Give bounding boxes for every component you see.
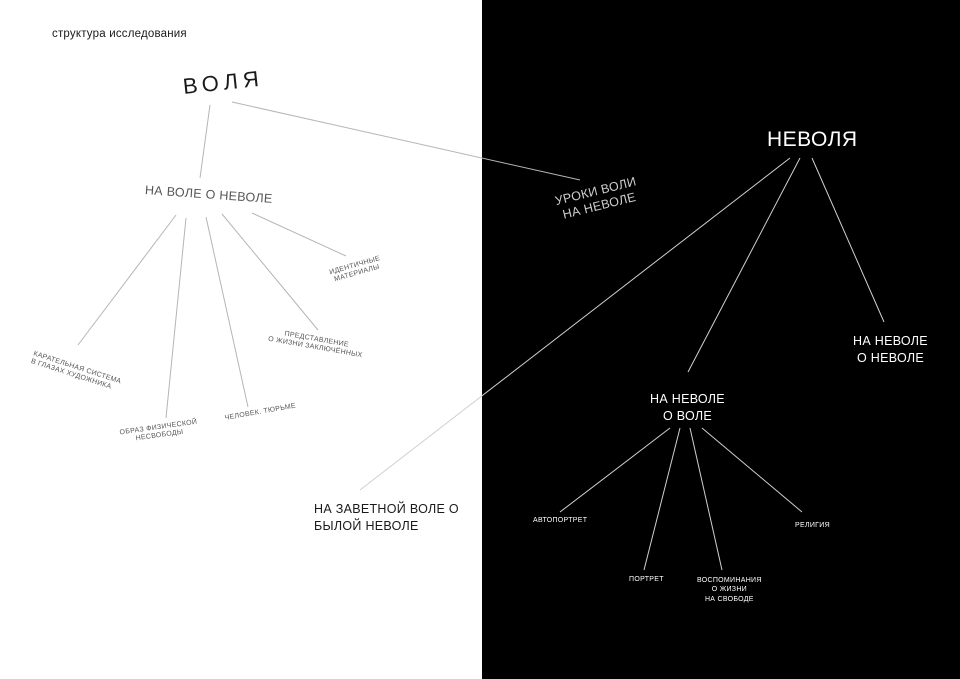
link-ovole-avtoportret (559, 427, 671, 513)
link-navole-chelovek (205, 216, 249, 408)
link-ovole-religiya (701, 427, 803, 513)
link-nevolya-zavetnoy (359, 157, 791, 491)
diagram-title: структура исследования (52, 28, 187, 40)
link-navole-predstavlenie (221, 213, 319, 331)
node-na-zavetnoy-line2: БЫЛОЙ НЕВОЛЕ (314, 518, 419, 533)
node-vospominaniya-line3: НА СВОБОДЕ (704, 595, 754, 603)
node-na-nevole-o-vole-line2: О ВОЛЕ (662, 408, 712, 423)
node-religiya: РЕЛИГИЯ (795, 522, 830, 529)
node-portret: ПОРТРЕТ (629, 576, 664, 583)
node-na-nevole-o-nevole-line1: НА НЕВОЛЕ (853, 334, 928, 348)
link-navole-karatelnaya (77, 214, 177, 346)
link-nevolya-navole-o-vole (687, 157, 801, 373)
link-volya-uroki (231, 101, 581, 181)
node-avtoportret: АВТОПОРТРЕТ (533, 517, 588, 524)
node-na-zavetnoy-vole: НА ЗАВЕТНОЙ ВОЛЕ О БЫЛОЙ НЕВОЛЕ (314, 501, 459, 535)
link-ovole-vospominaniya (689, 427, 723, 571)
link-navole-obraz (165, 217, 187, 419)
node-vospominaniya: ВОСПОМИНАНИЯ О ЖИЗНИ НА СВОБОДЕ (697, 576, 762, 604)
link-nevolya-navole-o-nevole (811, 157, 885, 323)
left-white-panel (0, 0, 482, 679)
node-na-nevole-o-vole: НА НЕВОЛЕ О ВОЛЕ (650, 391, 725, 425)
node-vospominaniya-line2: О ЖИЗНИ (711, 586, 748, 594)
link-navole-identichnye (251, 212, 347, 257)
node-na-zavetnoy-line1: НА ЗАВЕТНОЙ ВОЛЕ О (314, 502, 459, 516)
node-nevolya: НЕВОЛЯ (767, 128, 858, 151)
node-na-nevole-o-nevole: НА НЕВОЛЕ О НЕВОЛЕ (853, 333, 928, 367)
node-na-nevole-o-vole-line1: НА НЕВОЛЕ (650, 392, 725, 406)
node-na-nevole-o-nevole-line2: О НЕВОЛЕ (856, 350, 924, 365)
node-vospominaniya-line1: ВОСПОМИНАНИЯ (697, 577, 762, 584)
link-ovole-portret (643, 427, 681, 571)
link-volya-navole (199, 104, 211, 179)
